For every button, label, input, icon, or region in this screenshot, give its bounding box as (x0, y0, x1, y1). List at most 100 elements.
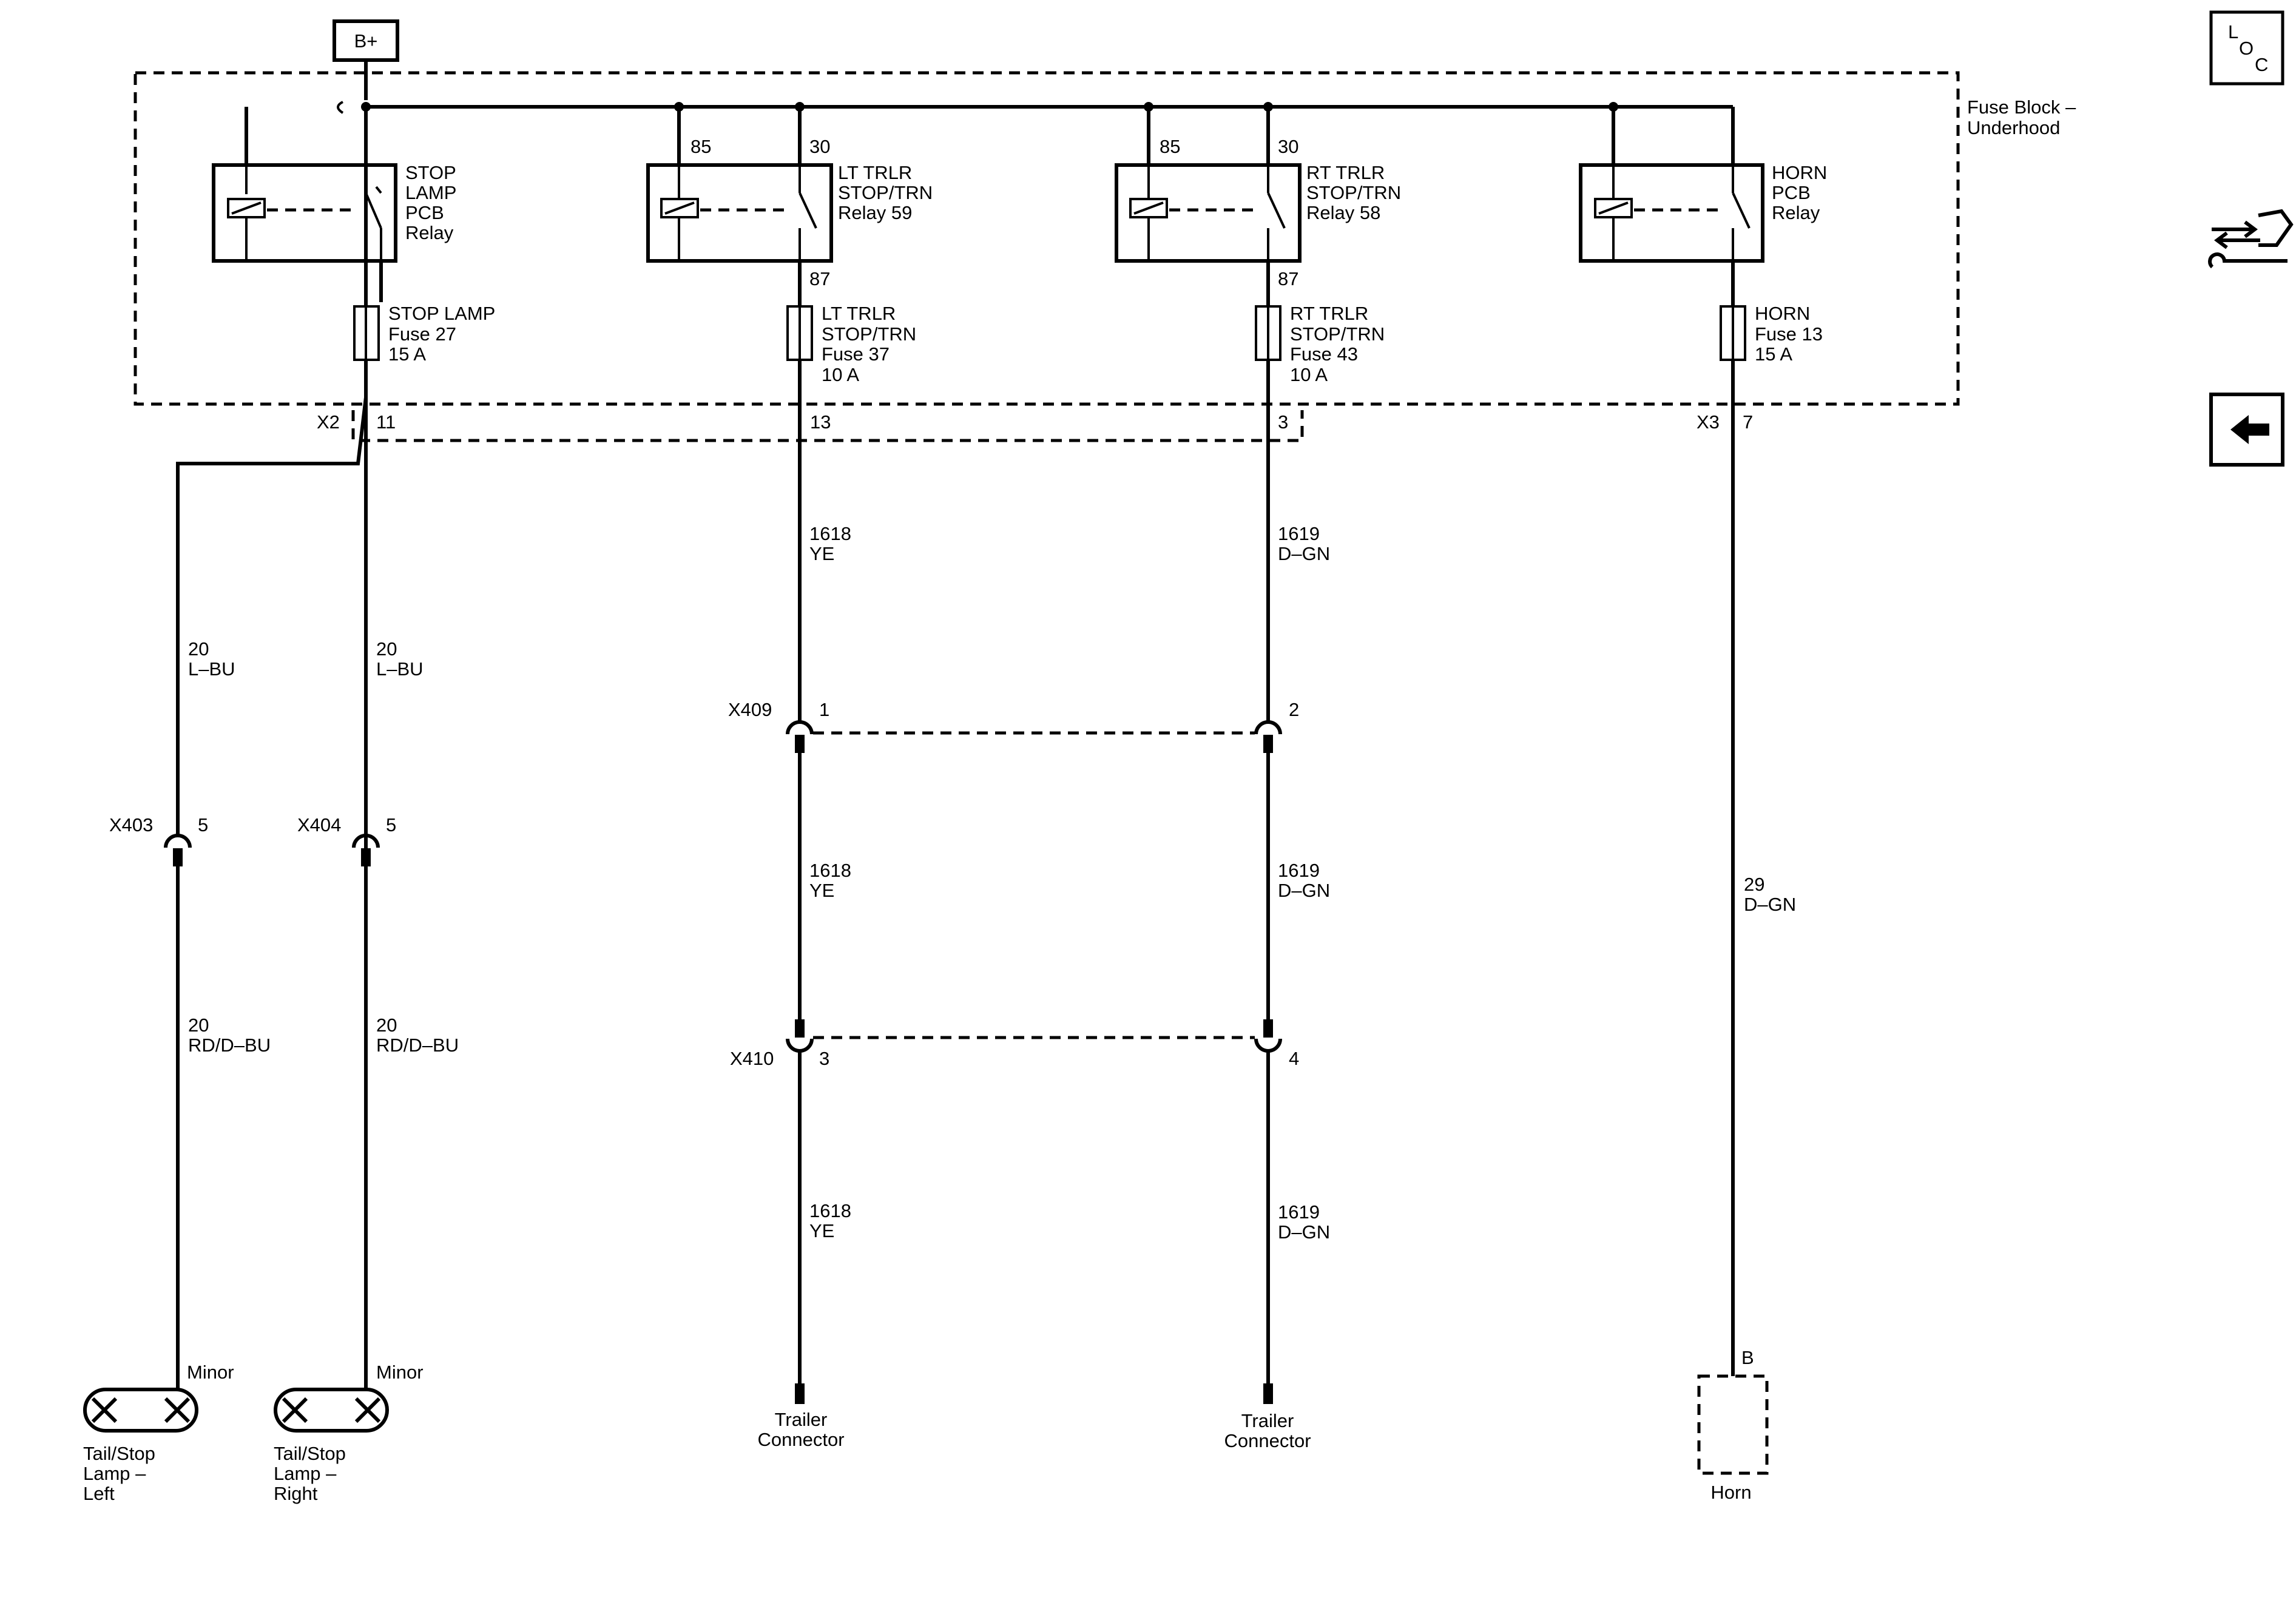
fuse-37: LT TRLR STOP/TRN Fuse 37 10 A (786, 303, 916, 385)
relay-2-line-3: Relay 59 (838, 202, 912, 223)
trailer-right-line-1: Trailer (1241, 1410, 1294, 1431)
x404-label: X404 (297, 814, 341, 836)
x2-pin-13: 13 (810, 411, 831, 433)
rt-trlr-wire-2-color: D–GN (1278, 880, 1330, 901)
fuse-27-line-2: Fuse 27 (388, 323, 456, 345)
stop-lamp-pcb-relay: STOP LAMP PCB Relay (212, 107, 456, 302)
tail-stop-lamp-left: Minor Tail/Stop Lamp – Left (83, 1362, 234, 1504)
relay-3-line-2: STOP/TRN (1306, 182, 1401, 203)
lamp-right-line-1: Tail/Stop (274, 1443, 346, 1464)
relay-3-pin-85: 85 (1160, 136, 1180, 157)
left-lower-wire-num: 20 (188, 1014, 209, 1036)
rt-trlr-stop-trn-relay: 85 30 87 RT TRLR STOP/TRN Relay 58 (1115, 107, 1401, 306)
bus-break-mark (337, 101, 344, 114)
horn-pin-b: B (1741, 1347, 1754, 1368)
x403-pin: 5 (198, 814, 208, 836)
lt-trlr-wire-3-color: YE (809, 1220, 834, 1241)
fuse-13: HORN Fuse 13 15 A (1720, 303, 1823, 365)
fuse-37-line-3: Fuse 37 (822, 343, 890, 365)
fuse-43-line-1: RT TRLR (1290, 303, 1368, 324)
lamp-left-line-1: Tail/Stop (83, 1443, 155, 1464)
b-plus-label: B+ (354, 30, 378, 52)
x410-pin-3: 3 (819, 1048, 829, 1069)
lt-trlr-wire-1-color: YE (809, 543, 834, 564)
relay-1-line-2: LAMP (405, 182, 456, 203)
relay-1-line-1: STOP (405, 162, 456, 183)
horn: B Horn (1697, 1347, 1769, 1503)
connector-x410: X410 3 4 (730, 1019, 1299, 1069)
loc-button[interactable]: L O C (2209, 10, 2284, 86)
fuse-13-line-3: 15 A (1755, 343, 1792, 365)
fuse-27-line-3: 15 A (388, 343, 426, 365)
lamp-left-tag: Minor (187, 1362, 234, 1383)
right-upper-wire-num: 20 (376, 638, 397, 660)
lamp-right-line-3: Right (274, 1483, 318, 1504)
connector-x2: X2 11 13 3 (317, 410, 1304, 442)
x2-pin-3: 3 (1278, 411, 1288, 433)
relay-1-line-4: Relay (405, 222, 454, 243)
right-lower-wire-color: RD/D–BU (376, 1035, 459, 1056)
lt-trlr-wire-1-num: 1618 (809, 523, 851, 544)
rt-trlr-wire-3-color: D–GN (1278, 1221, 1330, 1243)
relay-3-line-1: RT TRLR (1306, 162, 1385, 183)
back-button[interactable] (2209, 393, 2284, 467)
horn-label: Horn (1710, 1482, 1751, 1503)
trailer-left-line-1: Trailer (775, 1409, 828, 1430)
x404-pin: 5 (386, 814, 396, 836)
rt-trlr-wire-2-num: 1619 (1278, 860, 1320, 881)
x409-pin-1: 1 (819, 699, 829, 720)
trailer-connector-left: Trailer Connector (757, 1383, 845, 1450)
x2-pin-11: 11 (376, 411, 396, 433)
left-upper-wire-color: L–BU (188, 658, 235, 680)
horn-pcb-relay: HORN PCB Relay (1579, 107, 1827, 306)
fuse-37-line-2: STOP/TRN (822, 323, 916, 345)
back-arrow-icon (2230, 415, 2269, 444)
fuse-block-outline (133, 71, 1960, 406)
trailer-left-line-2: Connector (757, 1429, 844, 1450)
fuse-43-line-3: Fuse 43 (1290, 343, 1358, 365)
fuse-block-label-1: Fuse Block – (1967, 96, 2076, 118)
connector-wrench-icon[interactable] (2208, 209, 2294, 269)
lamp-right-tag: Minor (376, 1362, 424, 1383)
lt-trlr-wire-2-color: YE (809, 880, 834, 901)
x410-label: X410 (730, 1048, 774, 1069)
fuse-37-line-1: LT TRLR (822, 303, 896, 324)
loc-c: C (2255, 54, 2268, 75)
left-lower-wire-color: RD/D–BU (188, 1035, 271, 1056)
lt-trlr-wire-2-num: 1618 (809, 860, 851, 881)
fuse-13-line-1: HORN (1755, 303, 1810, 324)
right-lower-wire-num: 20 (376, 1014, 397, 1036)
rt-trlr-wire-3-num: 1619 (1278, 1201, 1320, 1223)
lt-trlr-wire-3-num: 1618 (809, 1200, 851, 1221)
rt-trlr-wire-1-num: 1619 (1278, 523, 1320, 544)
fuse-43-line-2: STOP/TRN (1290, 323, 1385, 345)
connector-x403: X403 5 (109, 814, 208, 1389)
relay-1-line-3: PCB (405, 202, 444, 223)
relay-3-line-3: Relay 58 (1306, 202, 1380, 223)
x403-label: X403 (109, 814, 153, 836)
connector-x409: X409 1 2 (728, 699, 1299, 753)
fuse-43-line-4: 10 A (1290, 364, 1328, 385)
trailer-right-line-2: Connector (1224, 1430, 1311, 1451)
fuse-block-label-2: Underhood (1967, 117, 2060, 138)
x409-pin-2: 2 (1289, 699, 1299, 720)
x410-pin-4: 4 (1289, 1048, 1299, 1069)
fuse-37-line-4: 10 A (822, 364, 859, 385)
relay-4-line-2: PCB (1772, 182, 1811, 203)
tail-stop-lamp-right: Minor Tail/Stop Lamp – Right (274, 1362, 424, 1504)
lamp-right-line-2: Lamp – (274, 1463, 337, 1484)
horn-wire-color: D–GN (1744, 894, 1796, 915)
left-upper-wire-num: 20 (188, 638, 209, 660)
fuse-13-line-2: Fuse 13 (1755, 323, 1823, 345)
relay-3-pin-30: 30 (1278, 136, 1298, 157)
relay-4-line-3: Relay (1772, 202, 1820, 223)
fuse-43: RT TRLR STOP/TRN Fuse 43 10 A (1255, 303, 1385, 385)
lamp-left-line-3: Left (83, 1483, 115, 1504)
fuse-27: STOP LAMP Fuse 27 15 A (353, 193, 495, 365)
x3-pin-7: 7 (1743, 411, 1753, 433)
x3-label: X3 (1697, 411, 1720, 433)
relay-2-line-2: STOP/TRN (838, 182, 933, 203)
x2-label: X2 (317, 411, 340, 433)
relay-2-pin-30: 30 (809, 136, 830, 157)
